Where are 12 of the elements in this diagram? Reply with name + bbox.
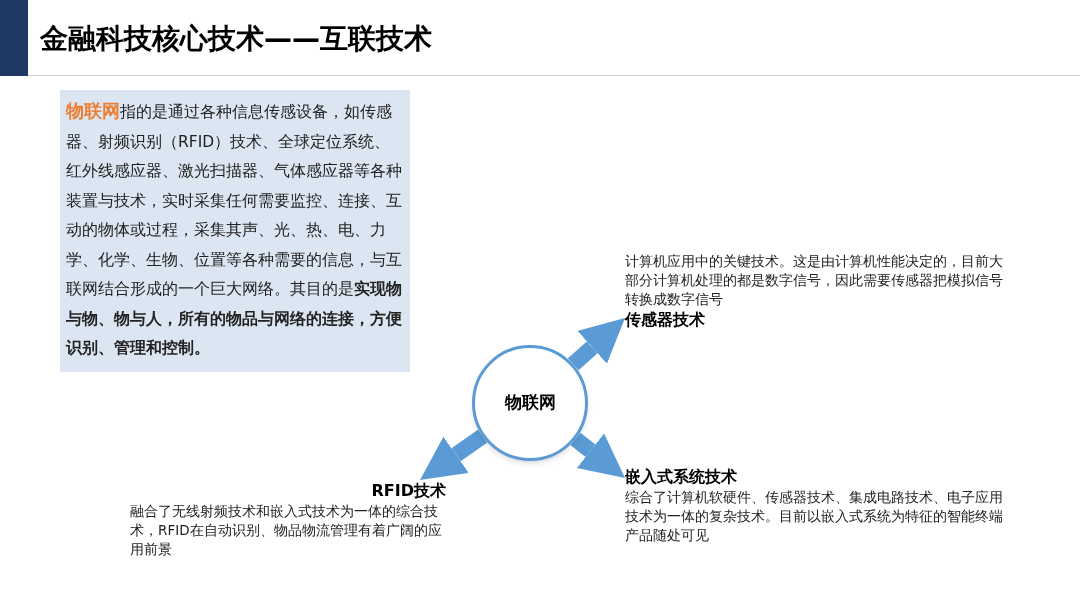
circle-label: 物联网: [504, 391, 556, 415]
title: 金融科技核心技术——互联技术: [40, 21, 432, 57]
node-heading: 传感器技术: [625, 309, 706, 331]
node-heading: RFID技术: [370, 480, 447, 502]
node-heading: 嵌入式系统技术: [625, 466, 738, 488]
node-description: 计算机应用中的关键技术。这是由计算机性能决定的，目前大部分计算机处理的都是数字信号，因此需要传感器把模拟信号转换成数字信号: [625, 252, 1004, 309]
arrow: [420, 429, 488, 480]
node-description: 融合了无线射频技术和嵌入式技术为一体的综合技术，RFID在自动识别、物品物流管理有着广阔的应用前景: [130, 502, 443, 559]
node-description: 综合了计算机软硬件、传感器技术、集成电路技术、电子应用技术为一体的复杂技术。目前以嵌入式系统为特征的智能终端产品随处可见: [625, 488, 1004, 545]
arrow: [567, 318, 625, 371]
arrow: [570, 432, 625, 478]
description-paragraph: 物联网指的是通过各种信息传感设备，如传感器、射频识别（RFID）技术、全球定位系统、红外线感应器、激光扫描器、气体感应器等各种装置与技术，实时采集任何需要监控、连接、互动的物体或过程，采集其声、光、热、电、力学、化学、生物、位置等各种需要的信息，与互联网结合形成的一个巨大网络。其目的是实现物与物、物与人，所有的物品与网络的连接，方便识别、管理和控制。: [66, 99, 403, 359]
